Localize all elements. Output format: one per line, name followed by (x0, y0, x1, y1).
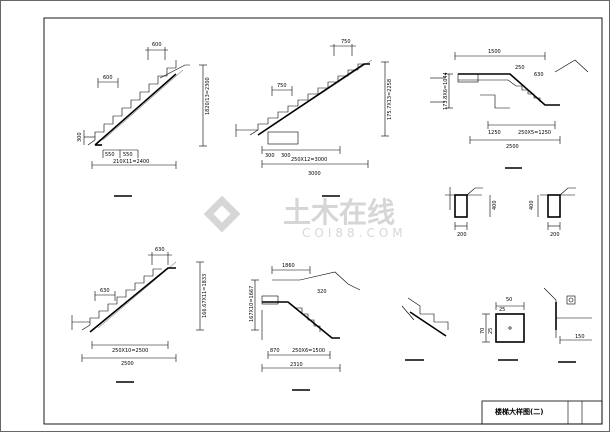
watermark-logo-icon (203, 195, 241, 233)
dim-label: 200 (550, 232, 560, 238)
dim-label: 2500 (506, 144, 519, 150)
watermark-text-en: COI88.COM (302, 226, 407, 240)
dim-label: 167X10=1667 (249, 286, 255, 322)
stair-detail-2: 750 750 175.7X13=2258 300 300 250X12=300… (235, 39, 393, 197)
dim-label: 250X12=3000 (291, 157, 327, 163)
title-block: 楼梯大样图(二) (481, 400, 603, 425)
dim-label: 25 (499, 307, 505, 313)
dim-label: 70 (480, 328, 486, 334)
dim-label: 250 (515, 65, 525, 71)
embedded-plate-detail: 50 25 70 25 (480, 297, 525, 361)
dim-label: 1250 (488, 130, 501, 136)
dim-label: 750 (277, 83, 287, 89)
dim-label: 400 (492, 200, 498, 210)
dim-label: 630 (155, 247, 165, 253)
dim-label: 1860 (282, 263, 295, 269)
dim-label: 175.7X13=2258 (387, 79, 393, 120)
dim-label: 630 (534, 72, 544, 78)
stair-detail-6: 630 630 166.67X11=1833 250X10=2500 2500 (71, 247, 208, 383)
dim-label: 210X11=2400 (113, 159, 149, 165)
dim-label: 600 (152, 42, 162, 48)
dim-label: 300 (77, 132, 83, 142)
dim-label: 150 (575, 334, 585, 340)
dim-label: 25 (488, 328, 494, 334)
dim-label: 250X5=1250 (518, 130, 551, 136)
dim-label: 50 (506, 297, 512, 303)
dim-label: 2500 (121, 361, 134, 367)
dim-label: 200 (457, 232, 467, 238)
dim-label: 300 (265, 153, 275, 159)
dim-label: 550 (123, 152, 133, 158)
beam-section-1: 400 200 (445, 187, 498, 238)
dim-label: 173.8X6=1044 (443, 72, 449, 110)
stair-detail-3: 1500 250 630 173.8X6=1044 1250 250X5=125… (430, 49, 589, 169)
dim-label: 600 (103, 75, 113, 81)
stair-detail-1: 600 600 1820/13=2300 300 550 550 210X11=… (77, 42, 211, 197)
dim-label: 250X6=1500 (292, 348, 325, 354)
dim-label: 750 (341, 39, 351, 45)
dim-label: 630 (100, 288, 110, 294)
stair-detail-7: 1860 320 167X10=1667 870 250X6=1500 2310 (249, 263, 361, 391)
dim-label: 550 (105, 152, 115, 158)
dim-label: 2310 (290, 362, 303, 368)
dim-label: 870 (270, 348, 280, 354)
step-detail-8 (401, 297, 449, 361)
dim-label: 320 (317, 289, 327, 295)
watermark-text-cn: 土木在线 (283, 196, 395, 229)
watermark: 土木在线 COI88.COM (203, 195, 407, 240)
railing-bracket-detail: 150 (543, 287, 592, 363)
dim-label: 300 (281, 153, 291, 159)
dim-label: 166.67X11=1833 (202, 274, 208, 318)
dim-label: 3000 (308, 171, 321, 177)
beam-section-2: 400 200 (529, 187, 576, 238)
title-block-label: 楼梯大样图(二) (495, 407, 543, 416)
dim-label: 250X10=2500 (112, 348, 148, 354)
dim-label: 400 (529, 200, 535, 210)
dim-label: 1500 (488, 49, 501, 55)
sheet-border-inner (43, 17, 603, 425)
dim-label: 1820/13=2300 (205, 77, 211, 115)
